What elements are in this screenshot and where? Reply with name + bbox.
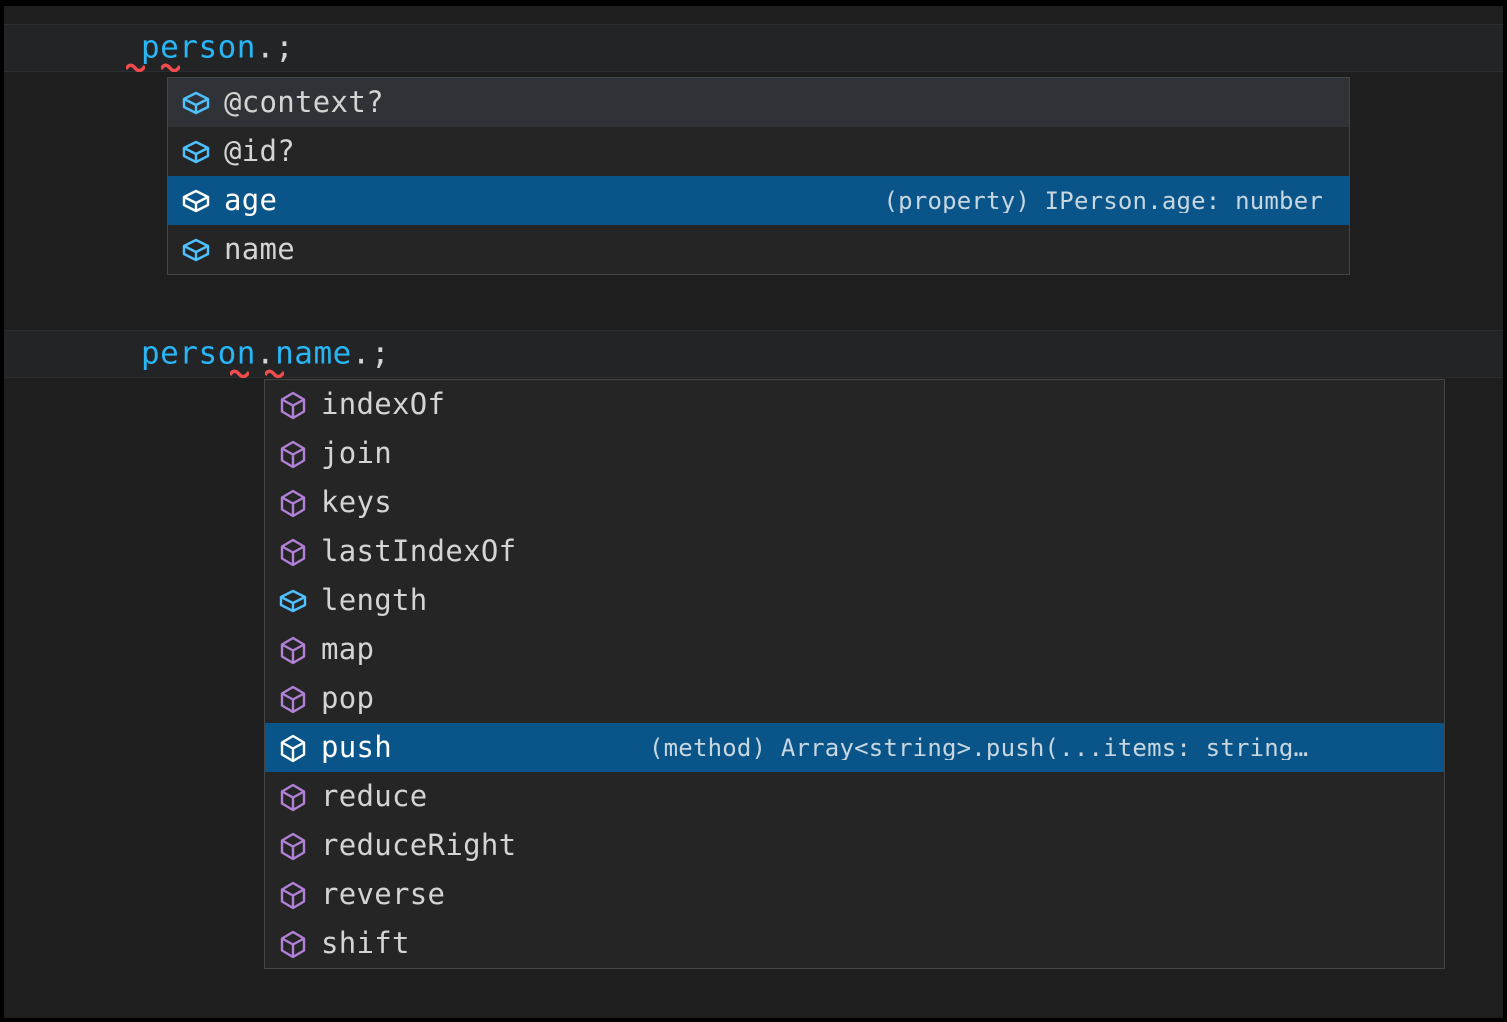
code-line-1-text: person.; bbox=[26, 6, 294, 95]
suggest-item-shift[interactable]: shift bbox=[265, 919, 1444, 968]
property-cube-icon bbox=[179, 233, 213, 267]
method-cube-icon bbox=[276, 388, 310, 422]
suggest-item-detail: (property) IPerson.age: number bbox=[883, 188, 1323, 213]
code-token-identifier: name bbox=[275, 335, 352, 372]
method-cube-icon bbox=[276, 437, 310, 471]
suggest-item-pop[interactable]: pop bbox=[265, 674, 1444, 723]
suggest-item-label: lastIndexOf bbox=[321, 534, 517, 568]
code-token-punctuation: . bbox=[255, 335, 276, 372]
suggest-item-label: join bbox=[321, 436, 393, 470]
suggest-item-label: reduce bbox=[321, 779, 428, 813]
code-line-1[interactable]: person.; bbox=[4, 24, 1503, 72]
error-squiggle-icon bbox=[126, 63, 145, 72]
suggest-item-length[interactable]: length bbox=[265, 576, 1444, 625]
suggest-item-keys[interactable]: keys bbox=[265, 478, 1444, 527]
suggest-item-label: name bbox=[224, 232, 296, 266]
property-cube-icon bbox=[179, 135, 213, 169]
suggest-widget-person[interactable]: @context? @id? age (property) bbox=[167, 77, 1350, 275]
code-token-punctuation: .; bbox=[255, 29, 295, 66]
code-line-2[interactable]: person.name.; bbox=[4, 330, 1503, 378]
method-cube-icon bbox=[276, 682, 310, 716]
suggest-item-reduce[interactable]: reduce bbox=[265, 772, 1444, 821]
suggest-item-label: @id? bbox=[224, 134, 296, 168]
suggest-item-reverse[interactable]: reverse bbox=[265, 870, 1444, 919]
suggest-item-label: shift bbox=[321, 926, 410, 960]
suggest-item-label: reduceRight bbox=[321, 828, 517, 862]
suggest-item-label: age bbox=[224, 183, 278, 217]
suggest-item-name[interactable]: name bbox=[168, 225, 1349, 274]
suggest-item-label: reverse bbox=[321, 877, 446, 911]
method-cube-icon bbox=[276, 878, 310, 912]
suggest-item-detail: (method) Array<string>.push(...items: st… bbox=[649, 735, 1309, 760]
suggest-item-label: keys bbox=[321, 485, 393, 519]
suggest-item-label: length bbox=[321, 583, 428, 617]
method-cube-icon bbox=[276, 486, 310, 520]
property-cube-icon bbox=[276, 584, 310, 618]
error-squiggle-icon bbox=[265, 369, 284, 378]
code-line-2-text: person.name.; bbox=[26, 308, 390, 401]
suggest-item-indexof[interactable]: indexOf bbox=[265, 380, 1444, 429]
suggest-item-label: @context? bbox=[224, 85, 384, 119]
suggest-item-id[interactable]: @id? bbox=[168, 127, 1349, 176]
suggest-item-label: indexOf bbox=[321, 387, 446, 421]
suggest-item-join[interactable]: join bbox=[265, 429, 1444, 478]
suggest-item-label: push bbox=[321, 730, 393, 764]
suggest-item-label: map bbox=[321, 632, 375, 666]
code-token-punctuation: .; bbox=[351, 335, 391, 372]
property-cube-icon bbox=[179, 184, 213, 218]
method-cube-icon bbox=[276, 633, 310, 667]
suggest-item-age[interactable]: age (property) IPerson.age: number bbox=[168, 176, 1349, 225]
suggest-item-context[interactable]: @context? bbox=[168, 78, 1349, 127]
method-cube-icon bbox=[276, 535, 310, 569]
suggest-item-reduceright[interactable]: reduceRight bbox=[265, 821, 1444, 870]
suggest-item-lastindexof[interactable]: lastIndexOf bbox=[265, 527, 1444, 576]
code-editor-canvas[interactable]: person.; @context? bbox=[4, 6, 1503, 1018]
code-token-identifier: person bbox=[140, 29, 256, 66]
error-squiggle-icon bbox=[161, 63, 180, 72]
code-token-identifier: person bbox=[140, 335, 256, 372]
method-cube-icon bbox=[276, 780, 310, 814]
method-cube-icon bbox=[276, 829, 310, 863]
method-cube-icon bbox=[276, 731, 310, 765]
suggest-item-push[interactable]: push (method) Array<string>.push(...item… bbox=[265, 723, 1444, 772]
suggest-widget-name[interactable]: indexOf join keys bbox=[264, 379, 1445, 969]
suggest-item-label: pop bbox=[321, 681, 375, 715]
property-cube-icon bbox=[179, 86, 213, 120]
error-squiggle-icon bbox=[230, 369, 249, 378]
method-cube-icon bbox=[276, 927, 310, 961]
suggest-item-map[interactable]: map bbox=[265, 625, 1444, 674]
